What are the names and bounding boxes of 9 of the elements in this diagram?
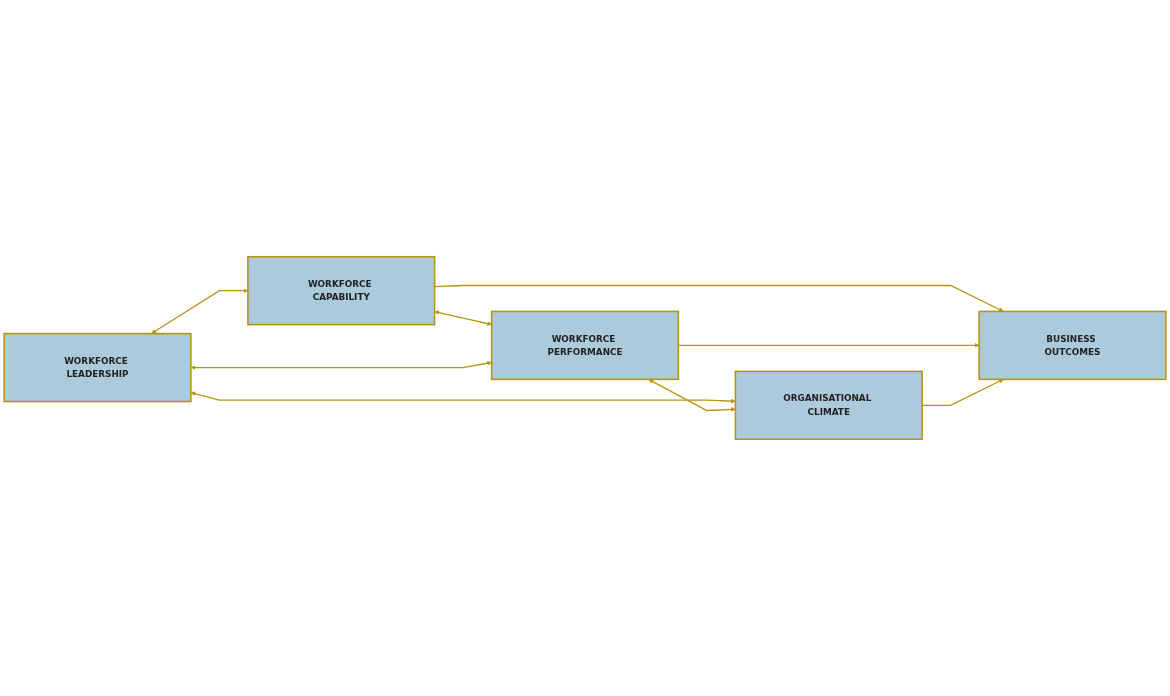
arrow <box>190 391 736 404</box>
node-box: ORGANISATIONAL CLIMATE <box>734 370 923 441</box>
node-box: BUSINESS OUTCOMES <box>978 310 1167 381</box>
arrow <box>434 310 492 326</box>
arrow <box>190 360 492 370</box>
node-box: WORKFORCE PERFORMANCE <box>490 310 680 381</box>
arrow <box>648 379 736 412</box>
node-box: WORKFORCE CAPABILITY <box>247 255 436 326</box>
node-box: WORKFORCE LEADERSHIP <box>3 332 192 403</box>
